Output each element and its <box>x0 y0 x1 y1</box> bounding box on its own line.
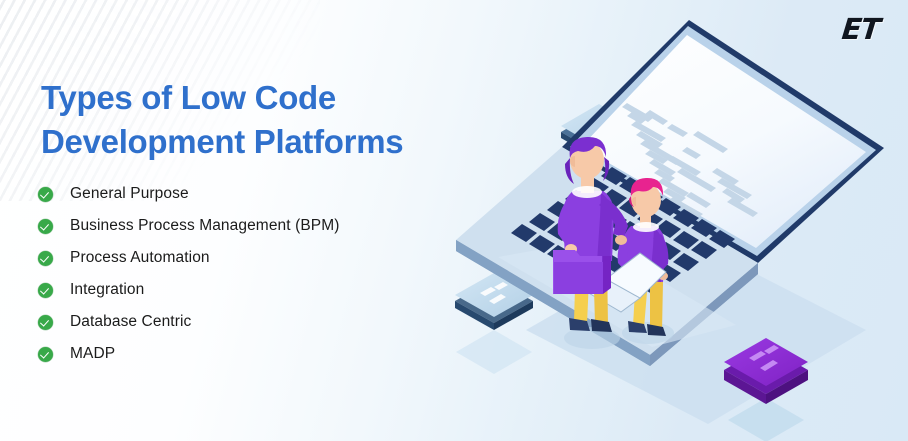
list-item: MADP <box>38 338 340 370</box>
list-item-label: Database Centric <box>70 313 192 330</box>
page-title: Types of Low Code Development Platforms <box>41 79 404 160</box>
check-circle-icon <box>38 218 53 234</box>
laptop-screen <box>562 20 884 263</box>
list-item: General Purpose <box>38 178 340 210</box>
check-circle-icon <box>38 346 53 362</box>
isometric-laptop-illustration <box>436 0 908 441</box>
list-item-label: Process Automation <box>70 249 210 266</box>
check-circle-icon <box>38 282 53 298</box>
list-item-label: Business Process Management (BPM) <box>70 217 340 234</box>
folder-icon <box>553 250 611 294</box>
list-item-label: General Purpose <box>70 185 189 202</box>
list-item: Process Automation <box>38 242 340 274</box>
platform-type-list: General Purpose Business Process Managem… <box>38 178 340 370</box>
standing-developer <box>553 136 628 349</box>
check-circle-icon <box>38 314 53 330</box>
list-item-label: MADP <box>70 345 116 362</box>
check-circle-icon <box>38 186 53 202</box>
list-item-label: Integration <box>70 281 145 298</box>
seated-developer <box>586 177 674 344</box>
list-item: Business Process Management (BPM) <box>38 210 340 242</box>
list-item: Database Centric <box>38 306 340 338</box>
list-item: Integration <box>38 274 340 306</box>
check-circle-icon <box>38 250 53 266</box>
floating-card-bottom-purple <box>724 338 808 441</box>
